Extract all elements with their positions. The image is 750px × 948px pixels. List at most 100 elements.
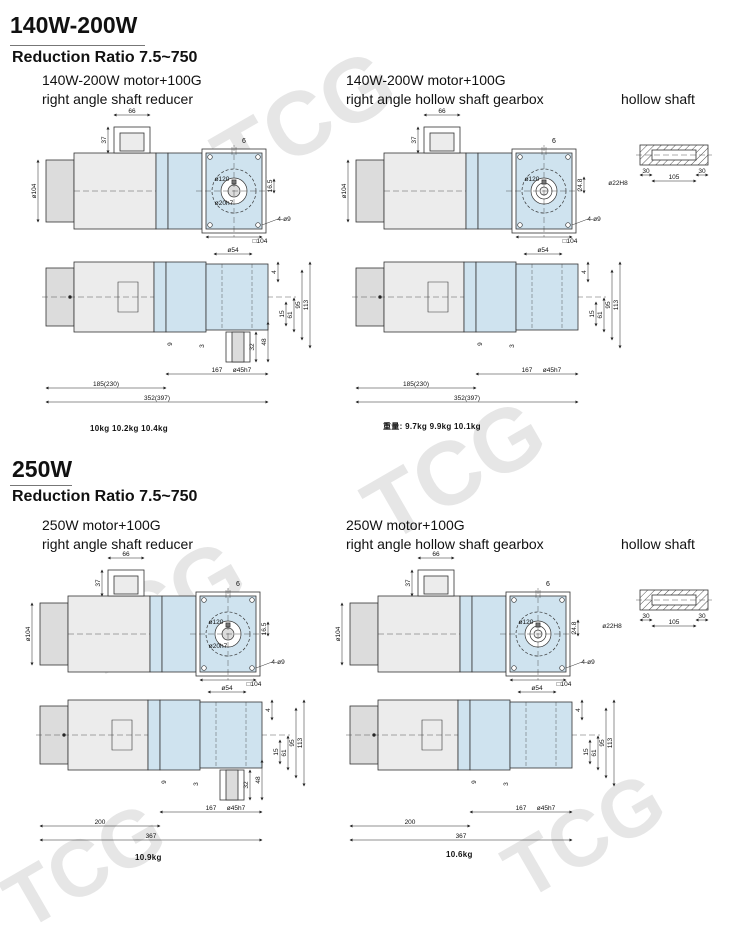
hollow-shaft-label: hollow shaft bbox=[621, 91, 695, 107]
dimension-label: ø120 bbox=[525, 176, 540, 183]
gearbox-body bbox=[469, 699, 511, 771]
dimension-label: 15 bbox=[583, 748, 590, 756]
dimension-label: 185(230) bbox=[93, 381, 119, 388]
dimension-label: 37 bbox=[95, 579, 102, 587]
gearbox-output bbox=[199, 701, 263, 769]
reduction-ratio: Reduction Ratio 7.5~750 bbox=[12, 49, 198, 66]
dimension-label: 95 bbox=[605, 301, 612, 309]
motor-flange bbox=[153, 261, 167, 333]
dimension-label: 48 bbox=[261, 338, 268, 346]
drawing-circle bbox=[68, 295, 72, 299]
dimension-label: 95 bbox=[289, 739, 296, 747]
dimension-label: 105 bbox=[669, 174, 680, 181]
gearbox-body bbox=[165, 261, 207, 333]
dimension-label: ø54 bbox=[531, 685, 543, 692]
section-heading: 250W bbox=[12, 456, 73, 482]
dimension-label: ø104 bbox=[31, 183, 38, 198]
dimension-label: 95 bbox=[295, 301, 302, 309]
dimension-label: ø45h7 bbox=[227, 805, 246, 812]
right-weight: 10.6kg bbox=[446, 850, 473, 859]
mounting-hole bbox=[517, 222, 523, 228]
output-shaft bbox=[225, 769, 239, 801]
dimension-label: 24.8 bbox=[571, 621, 578, 634]
terminal-box-cap bbox=[119, 132, 145, 152]
dimension-label: 113 bbox=[607, 737, 614, 748]
dimension-label: 4-ø9 bbox=[277, 216, 291, 223]
dimension-label: □104 bbox=[563, 238, 578, 245]
dimension-label: 200 bbox=[95, 819, 106, 826]
motor-flange bbox=[465, 152, 479, 230]
dimension-label: ø104 bbox=[341, 183, 348, 198]
dimension-label: 48 bbox=[255, 776, 262, 784]
dimension-label: 352(397) bbox=[454, 395, 480, 402]
motor-flange bbox=[149, 595, 163, 673]
motor-flange bbox=[147, 699, 161, 771]
dimension-label: 61 bbox=[591, 749, 598, 757]
motor-flange bbox=[459, 595, 473, 673]
output-shaft bbox=[231, 331, 245, 363]
dimension-label: 30 bbox=[698, 168, 706, 175]
mounting-hole bbox=[559, 665, 565, 671]
dimension-label: 6 bbox=[552, 138, 556, 145]
gearbox-body bbox=[475, 261, 517, 333]
mounting-hole bbox=[207, 222, 213, 228]
dimension-label: 6 bbox=[242, 138, 246, 145]
dimension-label: 113 bbox=[297, 737, 304, 748]
dimension-label: 3 bbox=[503, 782, 510, 786]
gearbox-output bbox=[515, 263, 579, 331]
dimension-label: 167 bbox=[516, 805, 527, 812]
hollow-shaft-label: hollow shaft bbox=[621, 536, 695, 552]
gearbox-output bbox=[205, 263, 269, 331]
dimension-label: 185(230) bbox=[403, 381, 429, 388]
motor-flange bbox=[457, 699, 471, 771]
dimension-label: ø45h7 bbox=[537, 805, 556, 812]
dimension-label: 66 bbox=[128, 108, 136, 115]
dimension-label: ø22H8 bbox=[608, 180, 628, 187]
motor-flange bbox=[155, 152, 169, 230]
dimension-label: ø54 bbox=[227, 247, 239, 254]
dimension-label: 4 bbox=[265, 708, 272, 712]
terminal-box-cap bbox=[113, 575, 139, 595]
dimension-label: ø20h7 bbox=[209, 643, 228, 650]
dimension-label: ø22H8 bbox=[602, 623, 622, 630]
dimension-label: 4 bbox=[581, 270, 588, 274]
dimension-label: 37 bbox=[405, 579, 412, 587]
motor-fan-cover bbox=[45, 159, 75, 223]
dimension-label: 113 bbox=[613, 299, 620, 310]
dimension-label: 66 bbox=[432, 551, 440, 558]
mounting-hole bbox=[207, 154, 213, 160]
dimension-label: 6 bbox=[546, 581, 550, 588]
drawing-circle bbox=[372, 733, 376, 737]
right-weight: 重量: 9.7kg 9.9kg 10.1kg bbox=[383, 422, 481, 431]
dimension-label: ø120 bbox=[209, 619, 224, 626]
technical-drawings: 6637ø120ø20h7□1044-ø9616.5ø1046637ø120ø2… bbox=[25, 108, 712, 842]
dimension-label: 15 bbox=[589, 310, 596, 318]
motor-slot bbox=[117, 281, 139, 313]
dimension-label: ø20h7 bbox=[215, 200, 234, 207]
dimension-label: 61 bbox=[287, 311, 294, 319]
dimension-label: 352(397) bbox=[144, 395, 170, 402]
dimension-label: 66 bbox=[122, 551, 130, 558]
dimension-label: 15 bbox=[279, 310, 286, 318]
terminal-box-cap bbox=[429, 132, 455, 152]
dimension-label: 9 bbox=[477, 342, 484, 346]
dimension-label: 16.5 bbox=[267, 179, 274, 192]
dimension-label: □104 bbox=[557, 681, 572, 688]
dimension-label: 61 bbox=[597, 311, 604, 319]
dimension-label: 113 bbox=[303, 299, 310, 310]
mounting-hole bbox=[565, 222, 571, 228]
dimension-label: 367 bbox=[456, 833, 467, 840]
mounting-hole bbox=[559, 597, 565, 603]
dimension-label: 3 bbox=[509, 344, 516, 348]
dimension-label: ø120 bbox=[215, 176, 230, 183]
dimension-label: □104 bbox=[247, 681, 262, 688]
dimension-label: 9 bbox=[167, 342, 174, 346]
left-caption: 140W-200W motor+100G right angle shaft r… bbox=[42, 72, 202, 107]
motor-fan-cover bbox=[39, 602, 69, 666]
dimension-label: 167 bbox=[212, 367, 223, 374]
right-caption: 250W motor+100G right angle hollow shaft… bbox=[346, 517, 544, 552]
dimension-label: 24.8 bbox=[577, 178, 584, 191]
dimension-label: 37 bbox=[101, 136, 108, 144]
left-weight: 10.9kg bbox=[135, 853, 162, 862]
mounting-hole bbox=[201, 597, 207, 603]
